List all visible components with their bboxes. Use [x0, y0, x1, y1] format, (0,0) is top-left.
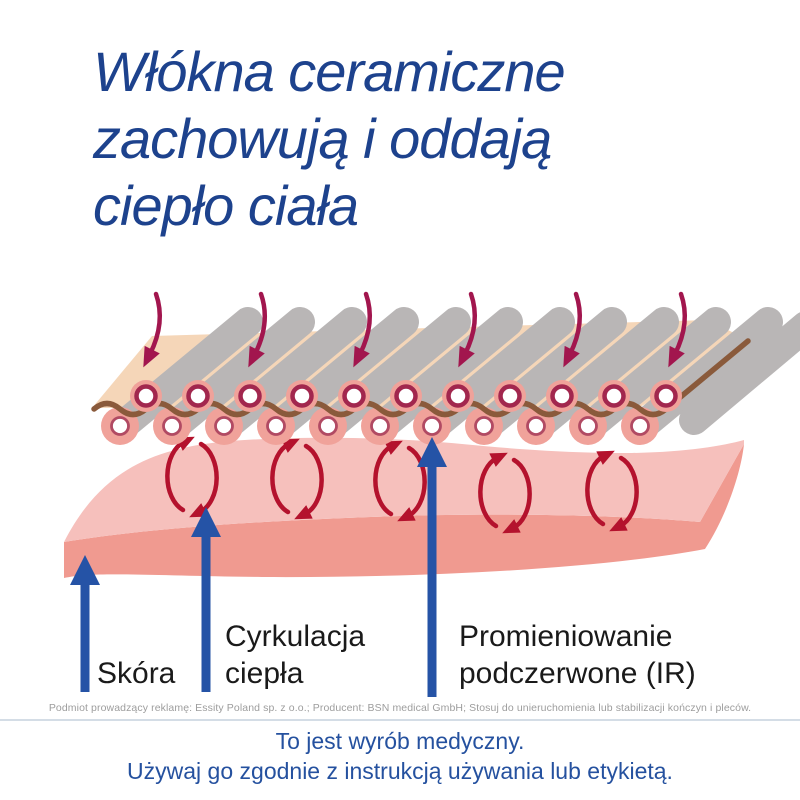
label-heat-circulation-line-1: Cyrkulacja [225, 620, 366, 653]
legal-disclaimer: Podmiot prowadzący reklamę: Essity Polan… [48, 702, 752, 714]
skin-top-face [64, 437, 744, 542]
label-heat-circulation: Cyrkulacja ciepła [225, 618, 365, 692]
skin-front-face [64, 444, 744, 578]
medical-device-notice: To jest wyrób medyczny. Używaj go zgodni… [0, 726, 800, 786]
footer-divider [0, 719, 800, 721]
fiber-row-top-cores [134, 384, 678, 408]
skin-layer [64, 437, 744, 578]
ceramic-textile [91, 307, 800, 445]
label-skin: Skóra [97, 657, 176, 690]
title-line-1: Włókna ceramiczne [93, 40, 566, 103]
label-infrared-radiation-line-1: Promieniowanie [459, 620, 673, 653]
title-line-2: zachowują i oddają [93, 107, 552, 170]
ir-down-arrows [143, 291, 688, 368]
label-heat-circulation-line-2: ciepła [225, 657, 304, 690]
label-infrared-radiation: Promieniowanie podczerwone (IR) [459, 618, 696, 692]
label-infrared-radiation-line-2: podczerwone (IR) [459, 657, 696, 690]
title-line-3: ciepło ciała [93, 174, 359, 237]
fiber-row-bottom-cores [110, 416, 650, 436]
medical-device-notice-line-2: Używaj go zgodnie z instrukcją używania … [127, 758, 673, 784]
page-title: Włókna ceramiczne zachowują i oddają cie… [93, 38, 713, 239]
pointer-arrows [70, 437, 447, 697]
medical-device-notice-line-1: To jest wyrób medyczny. [275, 728, 525, 754]
